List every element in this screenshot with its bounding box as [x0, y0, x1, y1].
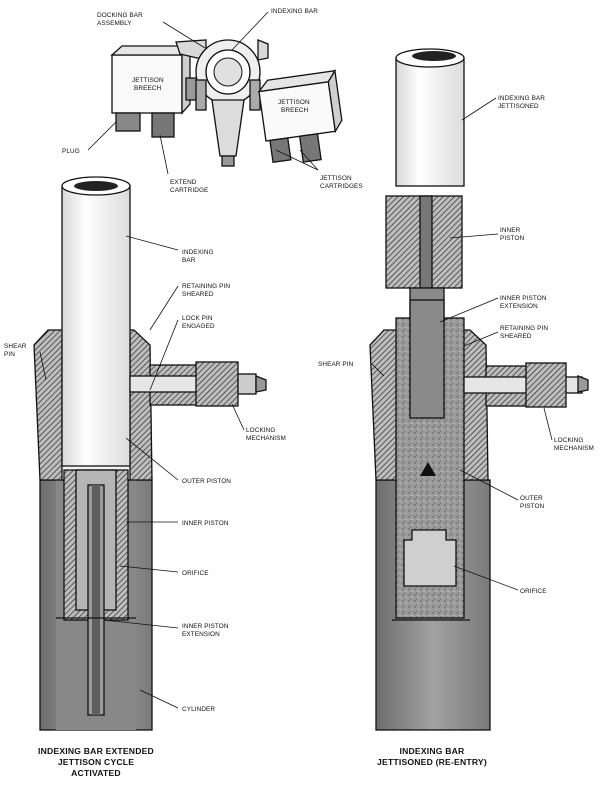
locking-mechanism-left-label-1: LOCKING — [246, 427, 275, 434]
indexing-bar-top-label: INDEXING BAR — [271, 8, 318, 15]
orifice-right-label: ORIFICE — [520, 588, 547, 595]
extend-cartridge-label-1: EXTEND — [170, 179, 197, 186]
inner-piston-extension-left-label-2: EXTENSION — [182, 631, 220, 638]
locking-mechanism-left-label-2: MECHANISM — [246, 435, 286, 442]
captions: INDEXING BAR EXTENDED JETTISON CYCLE ACT… — [38, 746, 487, 778]
right-mechanism-drawing — [369, 48, 589, 731]
shear-pin-right-label: SHEAR PIN — [318, 361, 354, 368]
caption-right-line-1: INDEXING BAR — [400, 746, 466, 756]
indexing-bar-jettisoned-label-2: JETTISONED — [498, 103, 539, 110]
leader-lines — [39, 11, 553, 709]
jettison-breech-left-label-2: BREECH — [134, 85, 162, 92]
retaining-pin-sheared-right-label-1: RETAINING PIN — [500, 325, 548, 332]
docking-bar-assembly-drawing — [110, 39, 343, 167]
lock-pin-engaged-label-1: LOCK PIN — [182, 315, 213, 322]
locking-mechanism-right-label-1: LOCKING — [554, 437, 583, 444]
caption-left-line-1: INDEXING BAR EXTENDED — [38, 746, 154, 756]
retaining-pin-sheared-left-label-2: SHEARED — [182, 291, 214, 298]
retaining-pin-sheared-left-label-1: RETAINING PIN — [182, 283, 230, 290]
jettison-breech-right-label-1: JETTISON — [278, 99, 310, 106]
extend-cartridge-label-2: CARTRIDGE — [170, 187, 208, 194]
inner-piston-extension-right-label-1: INNER PISTON — [500, 295, 547, 302]
docking-bar-assembly-label-2: ASSEMBLY — [97, 20, 132, 27]
lock-pin-engaged-label-2: ENGAGED — [182, 323, 215, 330]
jettison-breech-right-label-2: BREECH — [281, 107, 309, 114]
cylinder-label: CYLINDER — [182, 706, 215, 713]
shear-pin-left-label-2: PIN — [4, 351, 15, 358]
jettison-cartridges-label-2: CARTRIDGES — [320, 183, 363, 190]
inner-piston-extension-left-label-1: INNER PISTON — [182, 623, 229, 630]
outer-piston-right-label-2: PISTON — [520, 503, 545, 510]
docking-bar-assembly-label-1: DOCKING BAR — [97, 12, 143, 19]
locking-mechanism-right-label-2: MECHANISM — [554, 445, 594, 452]
jettison-breech-left-label-1: JETTISON — [132, 77, 164, 84]
orifice-left-label: ORIFICE — [182, 570, 209, 577]
jettison-cartridges-label-1: JETTISON — [320, 175, 352, 182]
shear-pin-left-label-1: SHEAR — [4, 343, 27, 350]
caption-left-line-2: JETTISON CYCLE — [58, 757, 134, 767]
labels: DOCKING BAR ASSEMBLY INDEXING BAR JETTIS… — [4, 8, 594, 713]
caption-left-line-3: ACTIVATED — [71, 768, 121, 778]
caption-right-line-2: JETTISONED (RE-ENTRY) — [377, 757, 487, 767]
plug-label: PLUG — [62, 148, 80, 155]
outer-piston-right-label-1: OUTER — [520, 495, 543, 502]
left-mechanism-drawing — [33, 176, 267, 731]
indexing-bar-left-label-1: INDEXING — [182, 249, 214, 256]
inner-piston-right-label-1: INNER — [500, 227, 521, 234]
indexing-bar-left-label-2: BAR — [182, 257, 196, 264]
indexing-bar-jettisoned-label-1: INDEXING BAR — [498, 95, 545, 102]
outer-piston-left-label: OUTER PISTON — [182, 478, 231, 485]
inner-piston-right-label-2: PISTON — [500, 235, 525, 242]
retaining-pin-sheared-right-label-2: SHEARED — [500, 333, 532, 340]
inner-piston-extension-right-label-2: EXTENSION — [500, 303, 538, 310]
inner-piston-left-label: INNER PISTON — [182, 520, 229, 527]
